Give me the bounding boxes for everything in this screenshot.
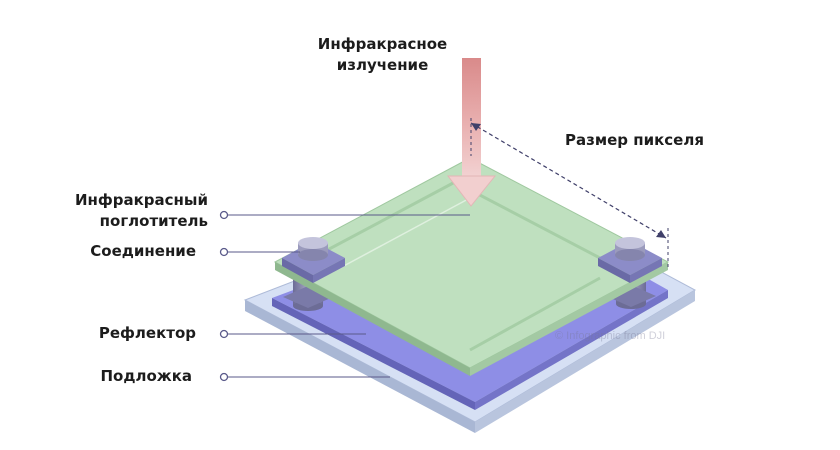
pixel-size-dimension <box>470 118 669 268</box>
substrate-label: Подложка <box>100 367 193 385</box>
infrared-radiation-title-line2: излучение <box>336 56 429 74</box>
leader-dot-reflector <box>219 329 229 339</box>
leader-dot-connection <box>219 247 229 257</box>
right-connection-pad <box>598 237 662 283</box>
absorber-plate <box>273 157 670 376</box>
infrared-radiation-title: Инфракрасное излучение <box>300 34 465 76</box>
absorber-label: Инфракрасный поглотитель <box>50 190 208 232</box>
connection-label: Соединение <box>90 242 196 260</box>
leader-lines <box>219 210 470 382</box>
pixel-size-label: Размер пикселя <box>565 131 704 149</box>
infrared-radiation-title-line1: Инфракрасное <box>317 35 448 53</box>
watermark: © Infographic from DJI <box>555 330 666 342</box>
absorber-label-line2: поглотитель <box>99 212 208 230</box>
leader-dot-substrate <box>219 372 229 382</box>
absorber-label-line1: Инфракрасный <box>74 191 208 209</box>
reflector-label: Рефлектор <box>98 324 196 342</box>
left-connection-pad <box>282 237 345 283</box>
leader-dot-absorber <box>219 210 229 220</box>
